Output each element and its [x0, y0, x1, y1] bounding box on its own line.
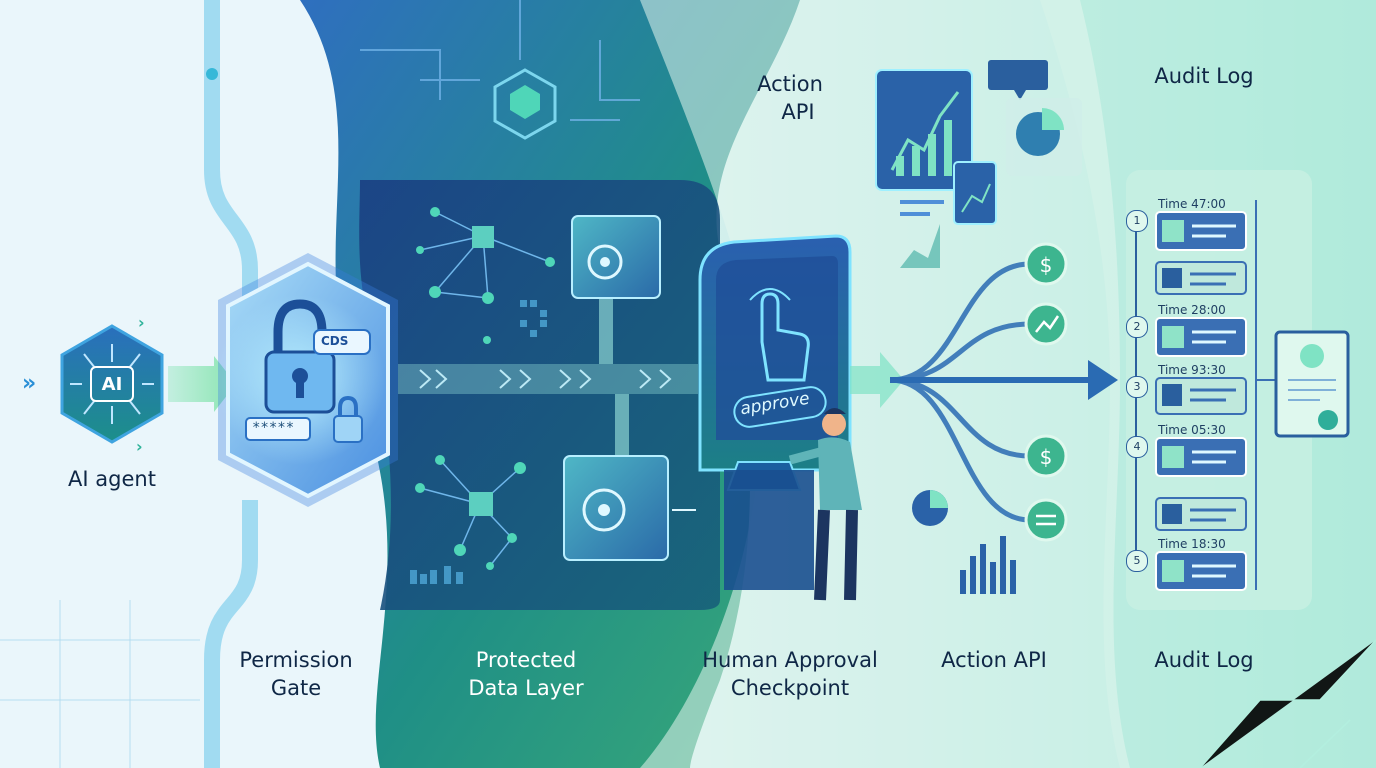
- pie-icon-bottom-slice: [930, 490, 948, 508]
- vault-bottom: [563, 455, 669, 561]
- network-cube-top: [472, 226, 494, 248]
- dashboard-cards: [875, 60, 1082, 594]
- bar-chart-bottom: [960, 536, 1016, 594]
- ai-agent-hex: [60, 324, 164, 444]
- data-cube: [510, 85, 540, 119]
- svg-text:$: $: [1040, 253, 1053, 277]
- action-icons: $ $: [1024, 242, 1068, 542]
- audit-step-number: 1: [1126, 210, 1148, 232]
- network-nodes-bottom: [415, 455, 526, 570]
- action-api-top-label-2: API: [781, 100, 815, 124]
- pie-card-slice: [1042, 108, 1064, 130]
- protected-data-label-2: Data Layer: [468, 676, 584, 700]
- audit-arrowhead: [1088, 360, 1118, 400]
- certificate-lines: [1288, 379, 1336, 401]
- svg-text:$: $: [1040, 445, 1053, 469]
- audit-time: Time 18:30: [1158, 537, 1226, 551]
- network-cube-bottom: [469, 492, 493, 516]
- flow-pipe-bottom: [204, 500, 258, 768]
- permission-gate-label-2: Gate: [270, 676, 322, 700]
- mini-chart-line: [961, 183, 991, 213]
- message-card-tail: [1014, 90, 1026, 100]
- flow-pipe-top: [204, 0, 258, 330]
- mini-chart-card: [953, 161, 997, 225]
- small-lock-body: [333, 415, 363, 443]
- audit-row-thumbs: [1162, 220, 1184, 582]
- certificate-icon: [1274, 330, 1350, 438]
- person-hair: [824, 408, 846, 414]
- grid-bottom-left: [0, 600, 200, 768]
- ai-badge: AI: [90, 366, 134, 402]
- person-arm: [788, 447, 822, 465]
- audit-row-lines: [1192, 224, 1236, 578]
- action-api-top-label-1: Action: [757, 72, 823, 96]
- lock-keyhole-slot: [296, 380, 304, 398]
- audit-time: Time 47:00: [1158, 197, 1226, 211]
- vault-top: [571, 215, 661, 299]
- vault-top-dial-center: [600, 257, 610, 267]
- audit-step-number: 5: [1126, 550, 1148, 572]
- ai-agent-label: AI agent: [68, 467, 156, 491]
- password-field: [245, 417, 311, 441]
- audit-time: Time 93:30: [1158, 363, 1226, 377]
- certificate-seal: [1300, 344, 1324, 368]
- action-api-bottom-label: Action API: [941, 648, 1047, 672]
- protected-data-label-1: Protected: [475, 648, 577, 672]
- password-mask: *****: [252, 420, 295, 436]
- ai-circuit-traces: [70, 344, 154, 424]
- audit-log-bottom-label: Audit Log: [1154, 648, 1254, 672]
- audit-log-top-label: Audit Log: [1154, 64, 1254, 88]
- agent-chevron-bottom: ›: [136, 437, 143, 456]
- audit-time: Time 28:00: [1158, 303, 1226, 317]
- circuit-lines: [360, 0, 640, 121]
- person-torso: [818, 437, 862, 510]
- pixel-cluster-top: [520, 300, 547, 337]
- agent-chevron-top: ›: [138, 313, 145, 332]
- message-card: [988, 60, 1048, 90]
- dollar-icon: [1024, 434, 1068, 478]
- dollar-icon: [1024, 242, 1068, 286]
- human-approval-label-1: Human Approval: [702, 648, 878, 672]
- cds-bubble: [313, 329, 371, 355]
- input-chevrons: »: [22, 371, 36, 396]
- vault-bottom-dial: [582, 488, 626, 532]
- area-chart: [900, 224, 940, 268]
- flow-chevrons: [419, 369, 672, 389]
- person-legs: [814, 509, 858, 601]
- flow-node: [206, 68, 218, 80]
- approve-pill: [733, 386, 827, 428]
- main-flow-channel: [398, 364, 698, 394]
- data-cube-hex: [493, 68, 557, 140]
- person-head: [822, 412, 846, 436]
- exchange-icon: [1024, 498, 1068, 542]
- certificate-ribbon: [1318, 410, 1338, 430]
- pixel-cluster-bottom: [410, 566, 463, 584]
- audit-step-number: 2: [1126, 316, 1148, 338]
- audit-step-number: 4: [1126, 436, 1148, 458]
- cds-label: CDS: [321, 334, 349, 348]
- audit-row-thumbs-light: [1162, 268, 1182, 524]
- touch-wave: [749, 288, 791, 301]
- chart-card-line: [890, 91, 960, 171]
- kiosk-to-action-arrow: [850, 352, 904, 408]
- grid-bottom-right: [1199, 639, 1376, 768]
- network-nodes-top: [416, 207, 555, 344]
- lock-shackle: [273, 299, 327, 356]
- audit-time: Time 05:30: [1158, 423, 1226, 437]
- audit-step-number: 3: [1126, 376, 1148, 398]
- text-lines-card: [900, 200, 944, 216]
- permission-gate-label-1: Permission: [239, 648, 353, 672]
- vault-bottom-dial-center: [598, 504, 610, 516]
- small-lock-shackle: [338, 395, 358, 418]
- vault-top-dial: [587, 244, 623, 280]
- kiosk-base: [724, 470, 814, 590]
- human-approval-label-2: Checkpoint: [730, 676, 850, 700]
- chart-card-bars: [896, 120, 952, 176]
- audit-row-lines-dark: [1190, 272, 1236, 522]
- kiosk-screen: [716, 256, 838, 440]
- touch-hand-icon: [760, 292, 810, 382]
